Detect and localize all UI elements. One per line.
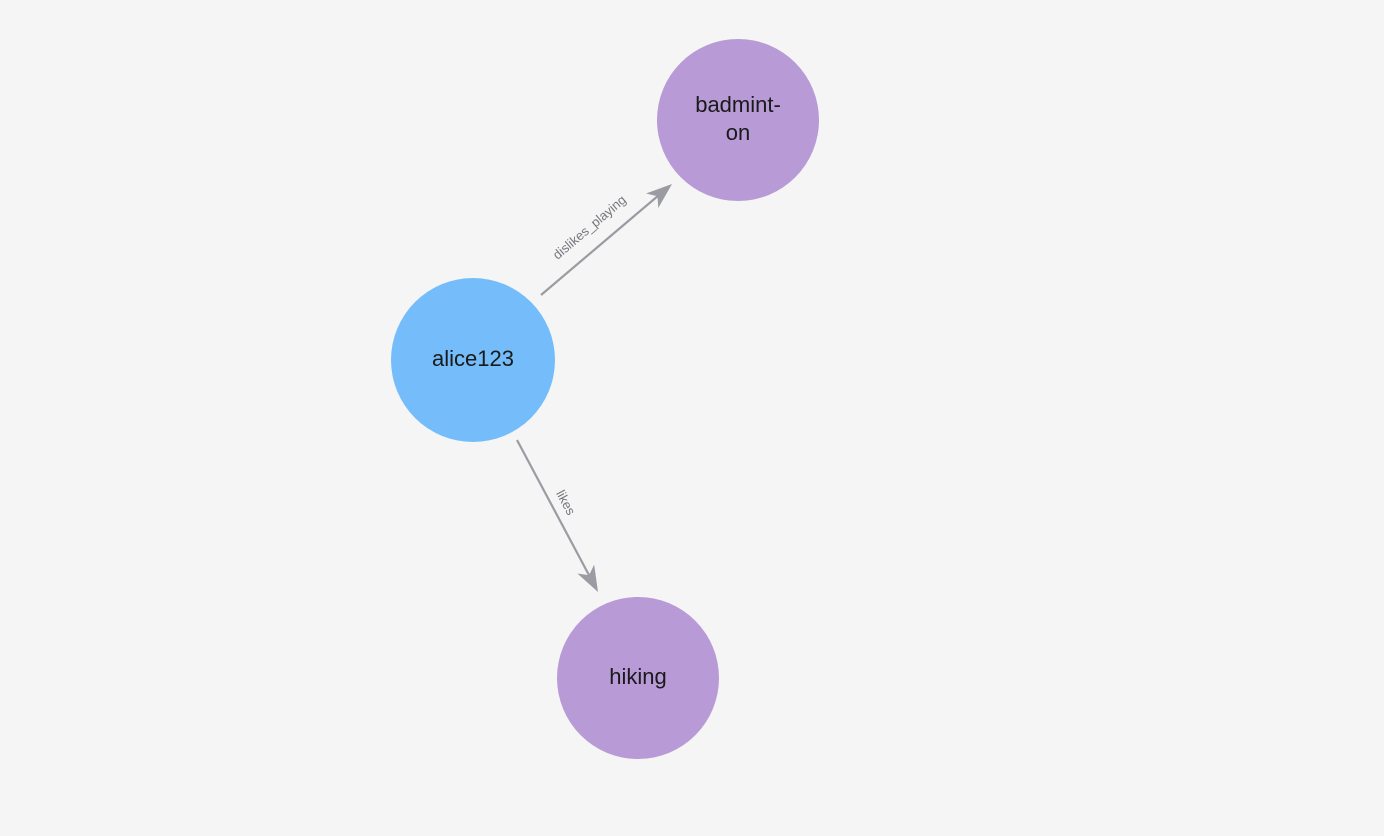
- graph-node-hiking[interactable]: hiking: [557, 597, 719, 759]
- graph-node-badminton[interactable]: badmint-on: [657, 39, 819, 201]
- edge-line: [540, 195, 659, 296]
- edge-line: [516, 439, 591, 576]
- edge-arrowhead-icon: [646, 184, 672, 209]
- node-circle[interactable]: [557, 597, 719, 759]
- graph-node-alice123[interactable]: alice123: [391, 278, 555, 442]
- node-circle[interactable]: [391, 278, 555, 442]
- edges-layer: [516, 184, 672, 592]
- graph-edge[interactable]: [516, 439, 598, 592]
- graph-edge[interactable]: [540, 184, 672, 296]
- node-circle[interactable]: [657, 39, 819, 201]
- edge-arrowhead-icon: [577, 564, 598, 592]
